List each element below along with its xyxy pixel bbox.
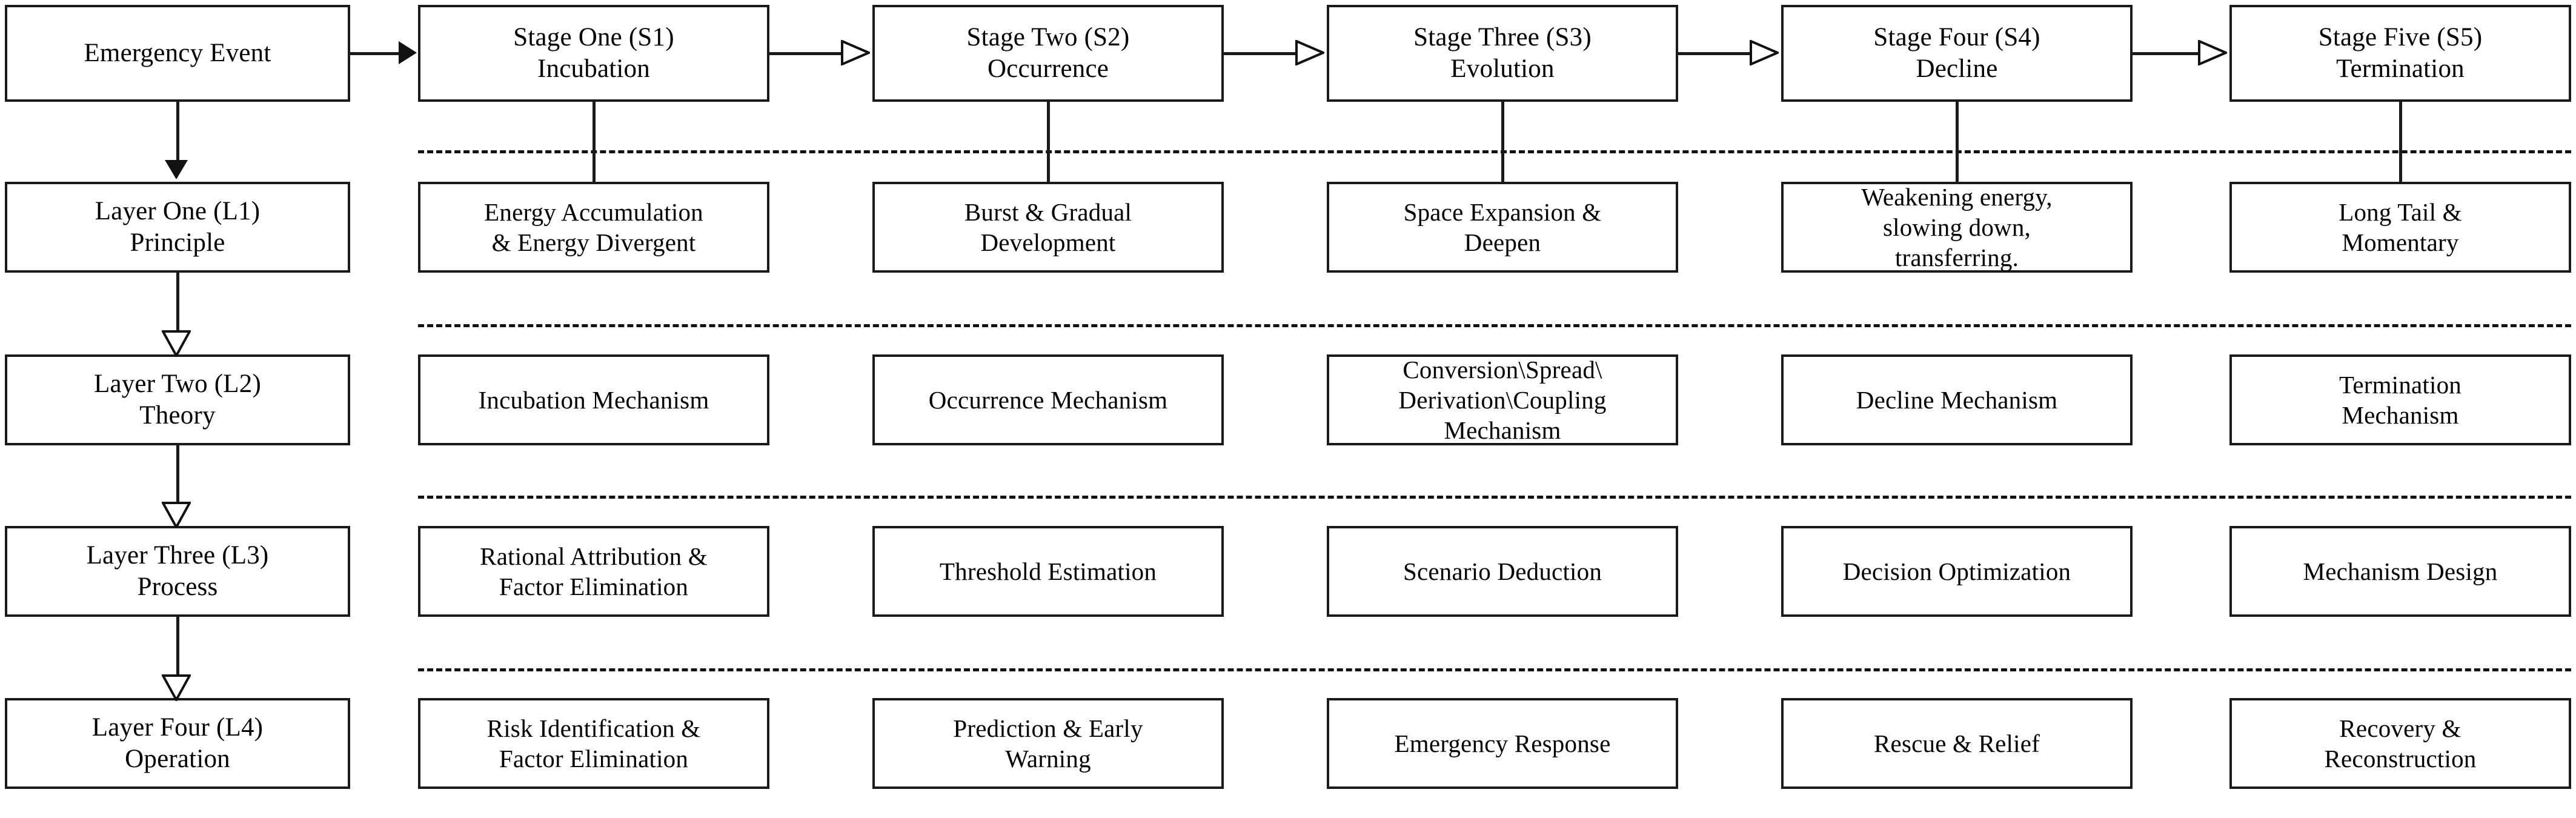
arrow-right-solid-icon [399,41,417,64]
separator-L3-L4 [418,668,2571,671]
arrow-down-hollow-icon [162,502,191,528]
node-layer-L2[interactable]: Layer Two (L2) Theory [5,354,350,445]
cell-L2-S1[interactable]: Incubation Mechanism [418,354,769,445]
separator-L1-L2 [418,324,2571,327]
cell-L3-S1[interactable]: Rational Attribution & Factor Eliminatio… [418,526,769,617]
cell-L2-S3[interactable]: Conversion\Spread\ Derivation\Coupling M… [1327,354,1678,445]
node-emergency-event[interactable]: Emergency Event [5,5,350,102]
node-stage-S5[interactable]: Stage Five (S5) Termination [2229,5,2571,102]
stem-S2 [1047,102,1050,182]
node-layer-L4[interactable]: Layer Four (L4) Operation [5,698,350,789]
cell-L3-S5[interactable]: Mechanism Design [2229,526,2571,617]
cell-L4-S5[interactable]: Recovery & Reconstruction [2229,698,2571,789]
cell-L4-S1[interactable]: Risk Identification & Factor Elimination [418,698,769,789]
node-stage-S4[interactable]: Stage Four (S4) Decline [1781,5,2133,102]
node-layer-L3[interactable]: Layer Three (L3) Process [5,526,350,617]
stem-S5 [2399,102,2402,182]
cell-L1-S5[interactable]: Long Tail & Momentary [2229,182,2571,273]
arrow-down-hollow-icon [162,330,191,357]
connector-S4-to-S5 [2133,52,2199,55]
cell-L2-S5[interactable]: Termination Mechanism [2229,354,2571,445]
cell-L2-S2[interactable]: Occurrence Mechanism [872,354,1224,445]
separator-L2-L3 [418,496,2571,499]
cell-L4-S2[interactable]: Prediction & Early Warning [872,698,1224,789]
node-stage-S1[interactable]: Stage One (S1) Incubation [418,5,769,102]
arrow-down-hollow-icon [162,674,191,701]
cell-L1-S1[interactable]: Energy Accumulation & Energy Divergent [418,182,769,273]
stem-S1 [593,102,596,182]
cell-L2-S4[interactable]: Decline Mechanism [1781,354,2133,445]
cell-L3-S3[interactable]: Scenario Deduction [1327,526,1678,617]
cell-L1-S4[interactable]: Weakening energy, slowing down, transfer… [1781,182,2133,273]
node-stage-S2[interactable]: Stage Two (S2) Occurrence [872,5,1224,102]
connector-L3-to-L4 [176,617,179,677]
cell-L4-S3[interactable]: Emergency Response [1327,698,1678,789]
cell-L1-S3[interactable]: Space Expansion & Deepen [1327,182,1678,273]
node-stage-S3[interactable]: Stage Three (S3) Evolution [1327,5,1678,102]
connector-S1-to-S2 [769,52,843,55]
separator-header-L1 [418,150,2571,153]
cell-L4-S4[interactable]: Rescue & Relief [1781,698,2133,789]
cell-L3-S2[interactable]: Threshold Estimation [872,526,1224,617]
stem-S4 [1956,102,1959,182]
node-layer-L1[interactable]: Layer One (L1) Principle [5,182,350,273]
connector-root-to-L1 [176,102,179,161]
connector-L2-to-L3 [176,445,179,505]
connector-root-to-S1 [350,52,400,55]
connector-L1-to-L2 [176,273,179,333]
connector-S3-to-S4 [1678,52,1752,55]
connector-S2-to-S3 [1224,52,1298,55]
cell-L3-S4[interactable]: Decision Optimization [1781,526,2133,617]
cell-L1-S2[interactable]: Burst & Gradual Development [872,182,1224,273]
arrow-down-solid-icon [165,160,188,179]
stem-S3 [1501,102,1504,182]
